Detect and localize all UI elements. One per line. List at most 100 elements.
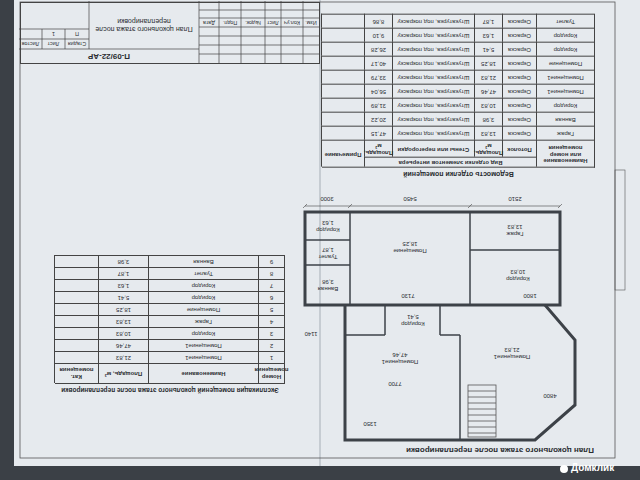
dimension-text: 7130 <box>397 292 419 300</box>
stamp-line <box>19 39 89 40</box>
table-cell: 10,83 <box>98 327 148 339</box>
room-label: Помещение121,83 <box>482 340 542 366</box>
table-cell: 3 <box>258 327 284 339</box>
room-name: Туалет <box>319 253 338 260</box>
room-area: 1,63 <box>322 219 334 226</box>
table-grid: Наименование или номер помещенияВид отде… <box>322 14 595 168</box>
table-grid: Номер помещенияНаименованиеПлощадь, м²Ка… <box>55 255 285 384</box>
wall <box>459 335 461 440</box>
room-label: Помещение147,46 <box>365 345 435 371</box>
header-cell: Номер помещения <box>258 363 284 383</box>
header-cell: Вид отделки элементов интерьера <box>364 157 536 167</box>
lower-wall <box>345 305 575 440</box>
wall <box>440 334 460 336</box>
table-cell: Штукатурка, под покраску <box>392 56 474 70</box>
wall <box>305 239 350 241</box>
title-block: Изм.Кол.учЛист№док.Подп.ДатаП-09/22-АРСт… <box>20 2 320 64</box>
stamp-text: Дата <box>199 18 219 27</box>
stamp-text: Изм. <box>303 18 319 27</box>
room-label: Помещение18,25 <box>380 235 440 259</box>
table-cell: 5 <box>258 303 284 315</box>
table-cell: 1,87 <box>98 267 148 279</box>
table-cell-empty <box>54 315 98 327</box>
room-name: Гараж <box>507 230 524 237</box>
dimension-text: 1800 <box>519 292 541 300</box>
header-cell: Кат. помещения <box>54 363 98 383</box>
table-cell: 9,10 <box>364 28 392 42</box>
room-area: 21,83 <box>505 346 520 353</box>
table-cell: 47,15 <box>364 126 392 140</box>
table-cell: 3,98 <box>98 255 148 267</box>
table-cell: Гараж <box>148 315 258 327</box>
stamp-line <box>199 1 200 63</box>
table-cell-empty <box>54 255 98 267</box>
table-heading: Ведомость отделки помещений <box>322 171 595 178</box>
wall <box>305 264 350 266</box>
table-cell: 8 <box>258 267 284 279</box>
stair-outline <box>468 385 496 437</box>
table-cell: 56,04 <box>364 84 392 98</box>
table-cell: Помещение1 <box>536 84 594 98</box>
table-cell: Коридор <box>148 279 258 291</box>
stamp-line <box>199 36 319 37</box>
photo-edge <box>0 466 640 480</box>
table-cell: 13,83 <box>474 126 502 140</box>
header-cell: Примечание <box>321 140 364 167</box>
table-cell: 7 <box>258 279 284 291</box>
stamp-text: П <box>65 29 89 39</box>
table-cell: Окраска <box>502 112 536 126</box>
table-cell: 13,83 <box>98 315 148 327</box>
table-cell: Коридор <box>148 291 258 303</box>
table-cell: Штукатурка, под покраску <box>392 112 474 126</box>
stamp-line <box>89 1 90 49</box>
table-cell: 47,46 <box>98 339 148 351</box>
table-cell: Помещение1 <box>536 70 594 84</box>
table-cell: 6 <box>258 291 284 303</box>
header-cell: Площадь, м² <box>474 140 502 157</box>
room-label: Туалет1,87 <box>308 243 348 263</box>
table-cell: 31,89 <box>364 98 392 112</box>
dim-line <box>305 206 560 207</box>
header-cell: Потолок <box>502 140 536 157</box>
table-cell: 4 <box>258 315 284 327</box>
stamp-line <box>199 45 319 46</box>
stair-steps <box>468 391 496 433</box>
table-cell: Коридор <box>536 28 594 42</box>
table-cell: 5,41 <box>474 42 502 56</box>
watermark: Домклик <box>571 462 614 474</box>
table-cell-empty <box>54 303 98 315</box>
table-cell-empty <box>54 291 98 303</box>
table-cell-empty <box>321 84 364 98</box>
table-cell: Окраска <box>502 126 536 140</box>
room-area: 18,25 <box>403 240 418 247</box>
dimension-text: 4800 <box>539 392 561 400</box>
room-area: 3,98 <box>322 278 334 285</box>
room-area: 13,83 <box>508 223 523 230</box>
stamp-text: П-09/22-АР <box>19 49 199 63</box>
paper <box>14 0 640 466</box>
stamp-text: Лист <box>265 18 281 27</box>
table-cell-empty <box>321 98 364 112</box>
room-name: Коридор <box>401 320 425 327</box>
stamp-line <box>241 1 242 63</box>
table-cell: Штукатурка, под покраску <box>392 126 474 140</box>
table-cell: Штукатурка, под покраску <box>392 70 474 84</box>
room-name: Помещение1 <box>494 353 531 360</box>
outer-walls <box>305 212 575 440</box>
room-schedule: Экспликация помещений цокольного этажа п… <box>55 255 285 394</box>
table-cell-empty <box>54 279 98 291</box>
table-cell: Окраска <box>502 84 536 98</box>
header-cell: Площадь, м² <box>98 363 148 383</box>
header-cell: Стены или перегородки <box>392 140 474 157</box>
room-label: Коридор10,83 <box>495 265 541 285</box>
stamp-line <box>281 1 282 63</box>
dimension-text: 2510 <box>504 195 526 203</box>
room-area: 10,83 <box>511 268 526 275</box>
table-cell: 1,87 <box>474 14 502 28</box>
table-cell-empty <box>321 112 364 126</box>
stamp-text: Листов <box>19 39 42 49</box>
table-cell: 26,28 <box>364 42 392 56</box>
table-cell: 10,83 <box>474 98 502 112</box>
inner-walls <box>305 212 560 440</box>
